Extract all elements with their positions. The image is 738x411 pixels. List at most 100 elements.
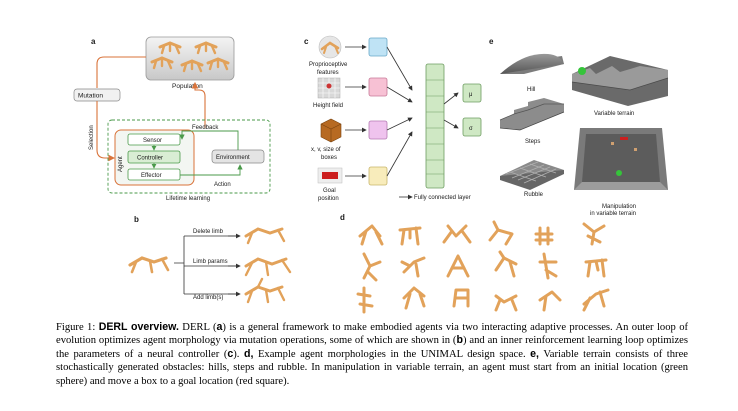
goal-icon [317,167,343,184]
caption-title: DERL overview. [98,321,179,333]
morph-13 [356,286,374,314]
figure-canvas: a Population Mutation Selection Agent Se… [73,35,669,314]
manip-start-sphere [616,170,622,176]
morph-7 [362,252,382,282]
variable-terrain-label: Variable terrain [594,111,634,117]
evolution-arrow-up [191,81,206,128]
morph-8 [400,256,426,278]
panel-e: e Hill Steps Rubble [489,37,669,217]
rubble-tile [500,160,564,190]
input-arrows [345,44,367,179]
morph-9 [446,254,470,278]
goal-label-2: position [318,196,339,202]
caption-part-6: Variable terrain consists of three stoch… [56,348,688,387]
goal-encoder [368,166,388,186]
lifetime-learning-frame [107,119,271,194]
panel-c: c Proprioceptive features Height field x… [304,35,482,202]
caption-part-5: Example agent morphologies in the UNIMAL… [253,348,531,360]
mu-output [462,83,482,103]
steps-label: Steps [525,139,540,145]
panel-c-label: c [304,37,309,46]
sensor-label: Sensor [143,138,162,144]
effector-box [127,168,181,181]
caption-part-1: DERL ( [178,322,217,333]
caption-prefix: Figure 1: [56,322,99,333]
panel-b-label: b [134,215,139,224]
caption-ref-b: b [456,334,463,347]
panel-b: b Delete limb Limb params Add limb(s) [128,215,292,304]
goal-label-1: Goal [323,188,336,194]
proprio-label-1: Proprioceptive [309,62,348,68]
morph-2 [398,226,422,246]
panel-d: d [340,213,610,314]
agent-label: Agent [118,156,124,172]
fc-to-output-arrows [443,92,459,129]
panel-a-label: a [91,37,96,46]
caption-ref-e: e, [530,347,539,360]
caption-part-2: ) is a general framework to make embodie… [56,322,689,347]
morph-5 [534,226,554,246]
child-agent-params [244,257,292,277]
action-label: Action [214,182,231,188]
panel-d-label: d [340,213,345,222]
rubble-label: Rubble [524,192,544,198]
caption-ref-d: d, [244,347,254,360]
manipulation-tile [574,126,668,200]
box-icon [320,118,342,143]
population-label: Population [172,83,203,90]
proprio-encoder [368,37,388,57]
caption-part-3: ) and an inner reinforcement learning lo… [56,335,688,360]
feedback-label: Feedback [192,125,219,131]
morph-1 [358,224,384,246]
environment-label: Environment [216,155,250,161]
morph-11 [538,252,558,280]
variable-terrain-tile [571,38,669,106]
morph-12 [584,258,608,278]
box-encoder [368,120,388,140]
hill-label: Hill [527,87,535,93]
morph-3 [442,224,472,244]
morph-6 [582,222,606,246]
height-field-icon [317,77,341,99]
morph-18 [582,288,610,312]
add-limbs-label: Add limb(s) [193,295,223,301]
sigma-output [462,117,482,137]
evolution-arrow-to-agent [96,101,116,162]
limb-params-label: Limb params [193,259,228,265]
child-agent-add [244,277,286,304]
controller-label: Controller [137,156,163,162]
selection-label: Selection [89,125,95,150]
figure-caption: Figure 1: DERL overview. DERL (a) is a g… [56,321,688,388]
goal-square [620,137,628,140]
mu-label: μ [469,92,473,98]
evolution-arrow-down [96,56,146,88]
effector-label: Effector [141,173,162,179]
box-label-1: x, v, size of [311,147,341,153]
encoder-to-fc-arrows [386,46,413,177]
mutation-branches [174,235,240,295]
morph-16 [494,294,518,312]
caption-ref-a: a [216,321,223,333]
height-field-encoder [368,77,388,97]
start-sphere [578,67,586,75]
morph-14 [402,286,426,310]
steps-tile [499,98,565,131]
morph-4 [488,220,514,246]
proprioceptive-icon [318,35,342,59]
fc-legend-label: Fully connected layer [414,195,471,201]
manipulation-label-2: in variable terrain [590,211,636,217]
lifetime-learning-label: Lifetime learning [166,196,210,202]
height-field-label: Height field [313,103,343,109]
morph-10 [494,250,518,278]
morph-15 [452,288,470,308]
child-agent-delete [244,227,286,245]
caption-ref-c: c [227,347,234,360]
panel-e-label: e [489,37,494,46]
mutation-label: Mutation [78,93,103,100]
box-label-2: boxes [321,155,337,161]
fc-column [425,63,445,189]
morph-17 [538,290,562,312]
morphology-grid [356,220,610,314]
hill-tile [498,38,566,84]
proprio-label-2: features [317,70,339,76]
